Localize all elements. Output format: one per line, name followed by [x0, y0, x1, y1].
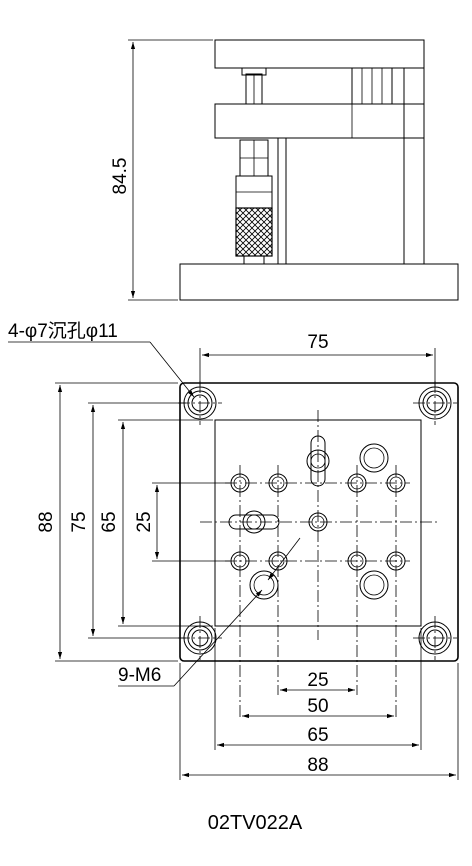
height-dimension-label: 84.5 — [110, 158, 131, 195]
body-column — [277, 137, 287, 265]
vertical-slot — [306, 435, 330, 487]
threaded-hole — [230, 551, 250, 571]
top-view: 75 4-φ7沉孔φ11 88 75 65 25 9-M6 — [8, 320, 459, 780]
bottom-dimension-50-label: 50 — [307, 696, 328, 717]
threaded-hole — [347, 551, 367, 571]
threaded-hole — [386, 473, 406, 493]
bottom-dimension-88-label: 88 — [307, 755, 328, 776]
middle-plate — [214, 103, 425, 139]
threaded-hole — [268, 473, 288, 493]
counterbore-note: 4-φ7沉孔φ11 — [8, 320, 118, 342]
side-column — [403, 67, 425, 265]
horizontal-slot — [228, 510, 280, 534]
knurled-knob — [235, 207, 273, 257]
left-dimension-65-label: 65 — [99, 511, 120, 532]
model-number: 02TV022A — [208, 812, 303, 834]
left-dimension-25-label: 25 — [134, 511, 155, 532]
thread-leader — [173, 589, 263, 687]
threaded-hole — [308, 512, 328, 532]
base-plate — [179, 263, 459, 301]
threaded-hole — [347, 473, 367, 493]
counterbore-hole — [359, 570, 389, 600]
side-view: 84.5 — [110, 39, 459, 301]
left-dimension-75-label: 75 — [69, 511, 90, 532]
bottom-dimension-65-label: 65 — [307, 725, 328, 746]
top-dimension-label: 75 — [307, 332, 328, 353]
counterbore-hole — [249, 570, 279, 600]
counterbore-leader — [149, 341, 195, 398]
counterbore-hole — [359, 443, 389, 473]
top-plate — [214, 39, 425, 69]
knob-end — [243, 255, 265, 265]
left-dimension-88-label: 88 — [36, 511, 57, 532]
thread-note: 9-M6 — [118, 665, 161, 686]
bottom-dimension-25-label: 25 — [307, 670, 328, 691]
threaded-hole — [230, 473, 250, 493]
threaded-hole — [386, 551, 406, 571]
outer-plate — [179, 382, 459, 662]
